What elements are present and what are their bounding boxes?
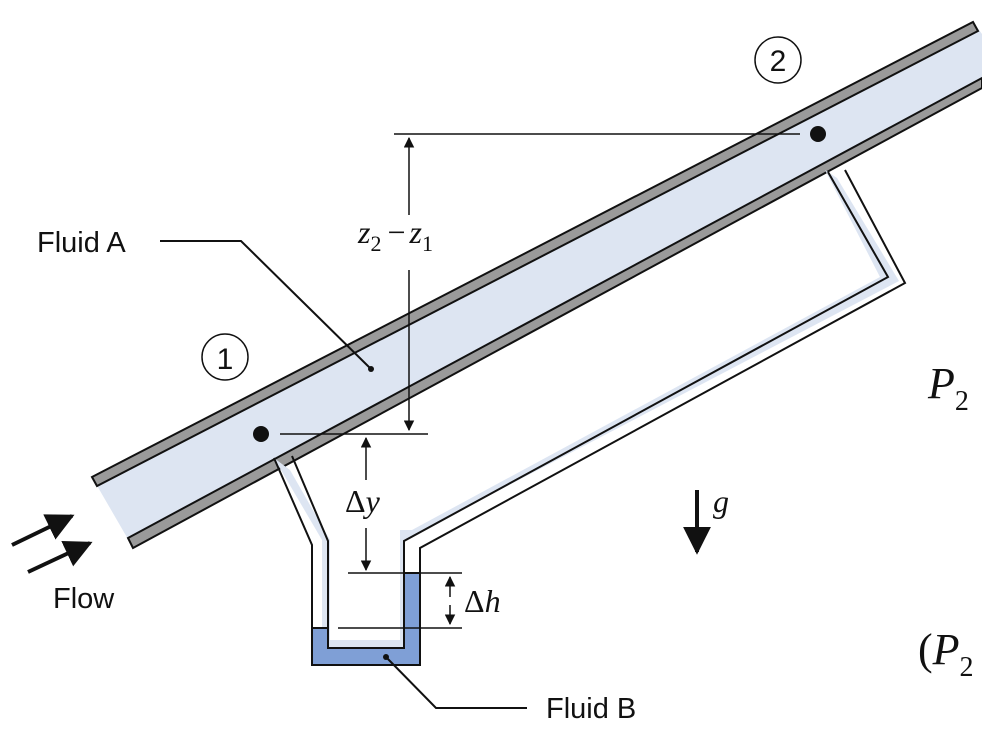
delta-h-variable: h [485,583,501,619]
clipped-paren-open: ( [918,625,933,674]
z2-symbol: z [357,214,371,250]
flow-arrow-lower [27,540,93,574]
clipped-p2-subscript: 2 [955,386,969,417]
pipe-fluid-a-fill [92,22,982,546]
pipe-top-wall [90,20,980,488]
minus-sign: − [387,214,405,250]
station-2-number: 2 [770,45,787,78]
clipped-paren-p2-fragment: (P2 [918,625,974,683]
clipped-p2-fragment: P2 [927,359,969,417]
point-2-dot [810,126,826,142]
clipped-paren-p-letter: P [932,625,960,674]
z1-symbol: z [409,214,423,250]
clipped-p2-letter: P [927,359,955,408]
station-2-circle [754,36,802,84]
delta-h-label: Δh [464,583,501,619]
delta-y-label: Δy [345,483,381,519]
z2-subscript: 2 [370,231,381,256]
fluid-b-leader [385,656,527,709]
flow-label: Flow [53,583,115,615]
fluid-b-label: Fluid B [546,693,636,725]
station-1-number: 1 [217,343,234,376]
delta-h-delta: Δ [464,583,485,619]
flow-arrow-upper [11,514,75,547]
pipe-bottom-wall [126,76,982,550]
delta-y-delta: Δ [345,483,366,519]
fluid-a-leader [160,240,372,370]
z-difference-label: z2−z1 [357,214,433,256]
z1-subscript: 1 [422,231,433,256]
delta-y-variable: y [363,483,381,519]
gravity-label: g [713,483,729,519]
clipped-paren-subscript: 2 [960,652,974,683]
fluid-a-label: Fluid A [37,227,126,259]
point-1-dot [253,426,269,442]
station-1-circle [201,333,249,381]
